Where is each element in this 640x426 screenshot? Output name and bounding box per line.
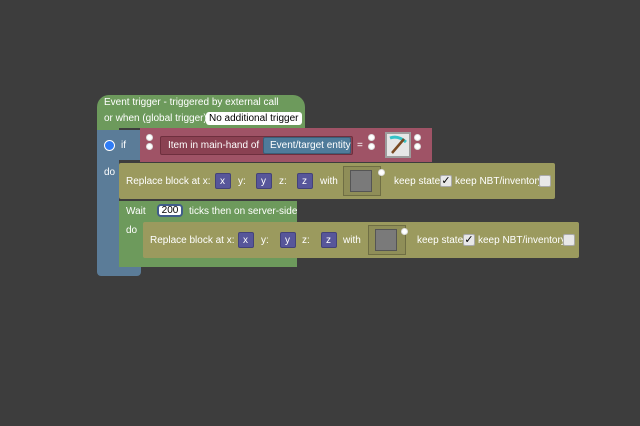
keep-nbt-label: keep NBT/inventory <box>455 176 543 187</box>
replace-label: Replace block at x: <box>126 176 211 187</box>
wait-do-label: do <box>126 225 138 236</box>
keep-state-checkbox[interactable]: ✓ <box>463 234 475 246</box>
condition-gear-icon <box>414 143 421 150</box>
global-trigger-value: No additional trigger <box>209 113 299 124</box>
mutator-gear-icon[interactable] <box>104 140 115 151</box>
pickaxe-icon <box>389 135 407 154</box>
block-input-slot[interactable] <box>343 166 381 196</box>
with-label: with <box>320 176 338 187</box>
condition-gear-icon <box>368 134 375 141</box>
with-label: with <box>343 235 361 246</box>
wait-label: Wait <box>126 206 146 217</box>
condition-gear-icon <box>368 143 375 150</box>
block-gear-icon <box>401 228 408 235</box>
keep-state-checkbox[interactable]: ✓ <box>440 175 452 187</box>
if-do-label: do <box>104 167 116 178</box>
keep-nbt-checkbox[interactable] <box>539 175 551 187</box>
if-label: if <box>121 140 126 151</box>
condition-gear-icon <box>414 134 421 141</box>
condition-gear-icon <box>146 143 153 150</box>
z-label: z: <box>279 176 287 187</box>
y-label: y: <box>238 176 246 187</box>
y-coordinate-block[interactable]: y <box>280 232 296 248</box>
equals-sign: = <box>357 140 363 151</box>
keep-nbt-checkbox[interactable] <box>563 234 575 246</box>
x-coordinate-block[interactable]: x <box>215 173 231 189</box>
y-coordinate-block[interactable]: y <box>256 173 272 189</box>
wait-block-foot <box>119 258 297 267</box>
wait-ticks-input[interactable]: 200 <box>157 204 183 217</box>
stone-block-icon <box>350 170 372 192</box>
z-label: z: <box>302 235 310 246</box>
event-trigger-title: Event trigger - triggered by external ca… <box>104 97 279 108</box>
replace-label: Replace block at x: <box>150 235 235 246</box>
entity-selector-dropdown[interactable] <box>263 137 351 154</box>
item-in-main-hand-label: Item in main-hand of <box>168 140 260 151</box>
wait-suffix-label: ticks then on server-side <box>189 206 298 217</box>
stone-block-icon <box>375 229 397 251</box>
keep-nbt-label: keep NBT/inventory <box>478 235 566 246</box>
replace-block-2[interactable] <box>143 222 579 258</box>
entity-selector-value: Event/target entity <box>270 140 351 151</box>
block-gear-icon <box>378 169 385 176</box>
item-slot-pickaxe-icon[interactable] <box>385 132 411 158</box>
replace-block-1[interactable] <box>119 163 555 199</box>
x-coordinate-block[interactable]: x <box>238 232 254 248</box>
y-label: y: <box>261 235 269 246</box>
keep-state-label: keep state <box>394 176 441 187</box>
global-trigger-dropdown[interactable]: No additional trigger <box>206 112 302 125</box>
keep-state-label: keep state <box>417 235 464 246</box>
block-input-slot[interactable] <box>368 225 406 255</box>
z-coordinate-block[interactable]: z <box>297 173 313 189</box>
global-trigger-label: or when (global trigger): <box>104 113 210 124</box>
if-block-arm <box>97 160 119 268</box>
condition-gear-icon <box>146 134 153 141</box>
z-coordinate-block[interactable]: z <box>321 232 337 248</box>
